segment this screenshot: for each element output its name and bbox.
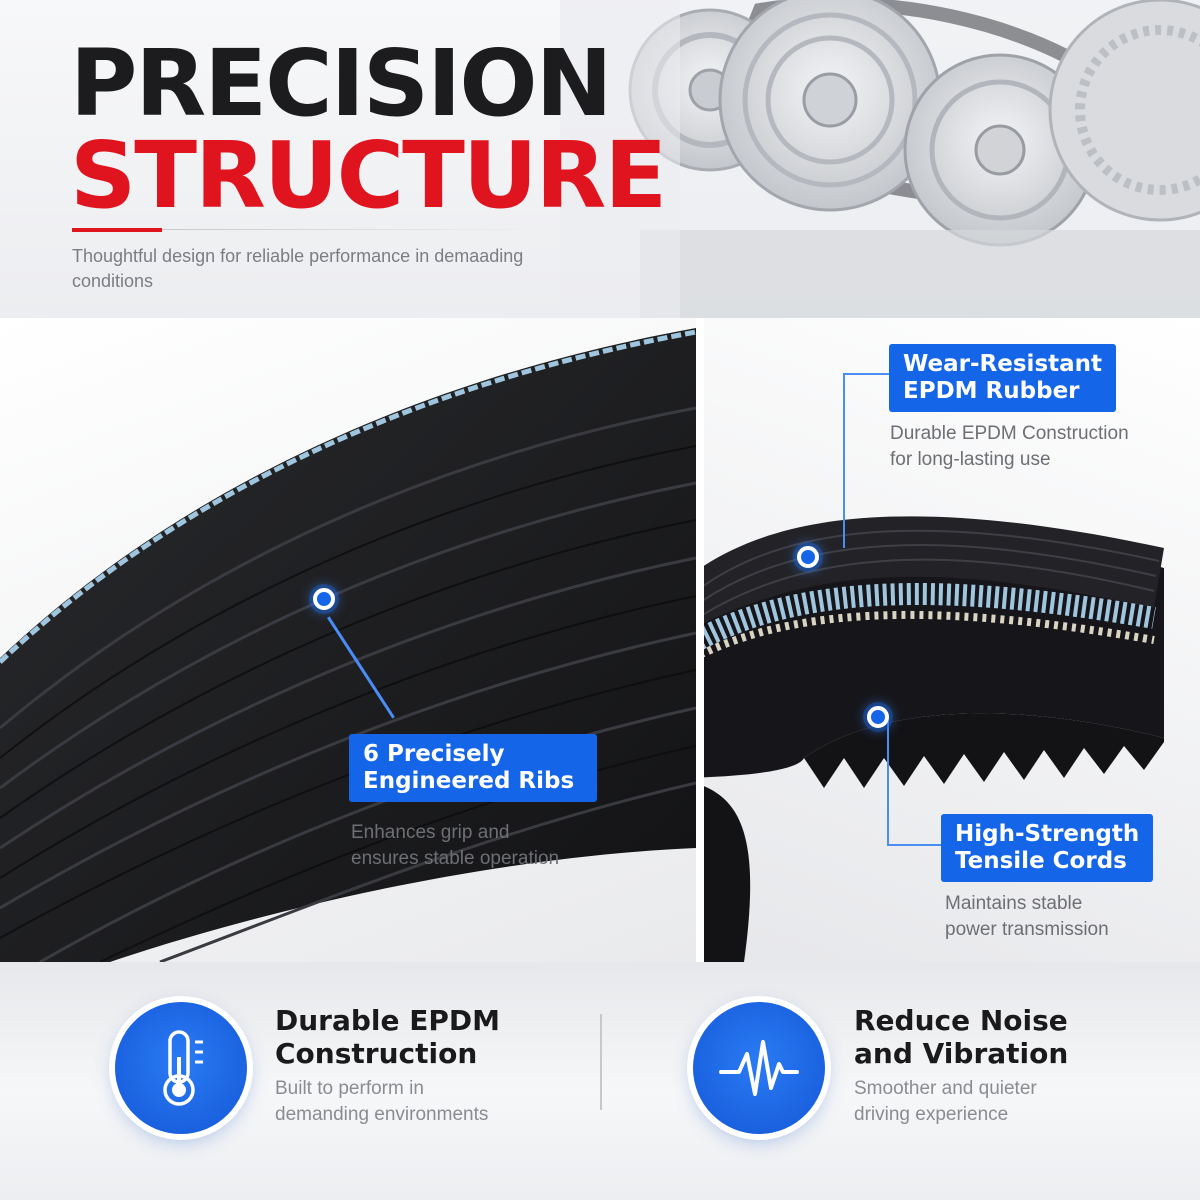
- rubber-leader-vertical: [843, 373, 845, 548]
- ribs-callout-label: 6 Precisely Engineered Ribs: [349, 734, 597, 802]
- feature-epdm-title-1: Durable EPDM: [275, 1004, 501, 1037]
- cords-marker-dot: [867, 706, 889, 728]
- ribs-callout-desc-2: ensures stable operation: [351, 848, 560, 869]
- rubber-callout-desc-2: for long-lasting use: [890, 449, 1051, 470]
- feature-epdm-desc-1: Built to perform in: [275, 1078, 424, 1099]
- ribs-marker-dot: [313, 588, 335, 610]
- header-section: PRECISION STRUCTURE Thoughtful design fo…: [0, 0, 1200, 318]
- title-underline-rule: [162, 229, 542, 230]
- features-footer: Durable EPDM Construction Built to perfo…: [0, 962, 1200, 1200]
- thermometer-icon: [163, 1030, 203, 1106]
- cords-callout-label: High-Strength Tensile Cords: [941, 814, 1154, 882]
- rubber-callout-label: Wear-Resistant EPDM Rubber: [889, 344, 1117, 412]
- ribs-panel: 6 Precisely Engineered Ribs Enhances gri…: [0, 318, 696, 962]
- footer-divider: [600, 1014, 602, 1110]
- feature-epdm-desc-2: demanding environments: [275, 1104, 489, 1125]
- belt-ribs-closeup-illustration: [0, 328, 696, 962]
- title-underline-accent: [72, 228, 162, 232]
- feature-noise-icon-circle: [693, 1002, 825, 1134]
- feature-epdm-icon-circle: [115, 1002, 247, 1134]
- panel-divider: [696, 318, 704, 962]
- title-precision: PRECISION: [70, 30, 613, 137]
- rubber-marker-dot: [797, 546, 819, 568]
- cords-leader-horizontal: [887, 844, 941, 846]
- rubber-leader-horizontal: [843, 373, 889, 375]
- waveform-icon: [719, 1040, 799, 1096]
- feature-noise-desc-1: Smoother and quieter: [854, 1078, 1037, 1099]
- feature-epdm-title-2: Construction: [275, 1037, 478, 1070]
- feature-noise-title-2: and Vibration: [854, 1037, 1069, 1070]
- belt-cross-section-illustration: [704, 516, 1164, 962]
- cords-callout-desc-1: Maintains stable: [945, 893, 1083, 914]
- cords-leader-vertical: [887, 718, 889, 846]
- rubber-callout-title-1: Wear-Resistant: [903, 351, 1103, 377]
- rubber-callout-desc-1: Durable EPDM Construction: [890, 423, 1129, 444]
- cross-section-panel: Wear-Resistant EPDM Rubber Durable EPDM …: [704, 318, 1200, 962]
- engine-pulley-illustration: [560, 0, 1200, 318]
- feature-noise-desc-2: driving experience: [854, 1104, 1009, 1125]
- cords-callout-title-1: High-Strength: [955, 821, 1140, 847]
- feature-noise-title-1: Reduce Noise: [854, 1004, 1068, 1037]
- header-subtitle: Thoughtful design for reliable performan…: [72, 246, 524, 291]
- ribs-callout-desc-1: Enhances grip and: [351, 822, 510, 843]
- rubber-callout-title-2: EPDM Rubber: [903, 378, 1080, 404]
- cords-callout-desc-2: power transmission: [945, 919, 1109, 940]
- title-structure: STRUCTURE: [70, 122, 667, 229]
- cords-callout-title-2: Tensile Cords: [955, 848, 1127, 874]
- ribs-callout-title: 6 Precisely Engineered Ribs: [363, 741, 575, 794]
